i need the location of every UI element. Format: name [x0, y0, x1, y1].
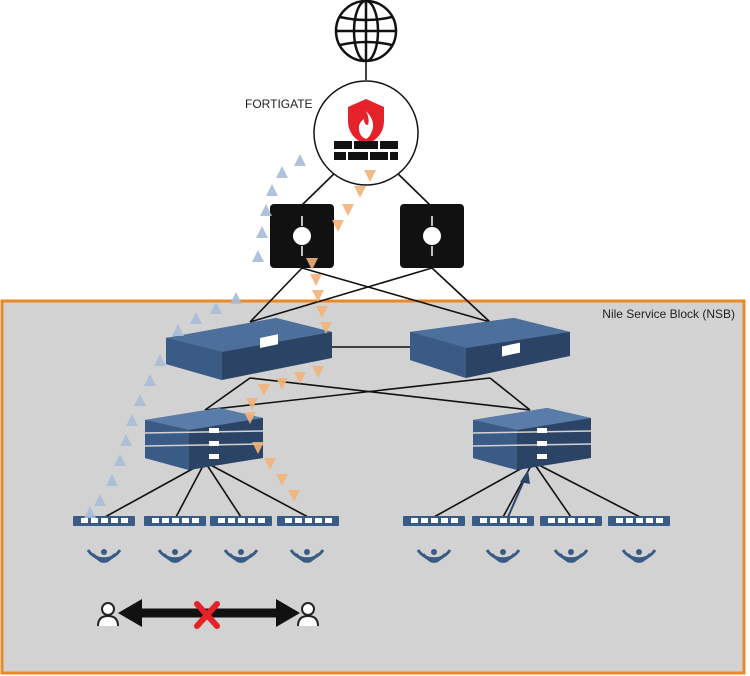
access-switch	[210, 516, 272, 526]
uplink-arrow	[507, 470, 530, 518]
access-switch	[540, 516, 602, 526]
core-switch-left	[166, 318, 332, 380]
globe-icon	[334, 0, 398, 63]
distribution-switch-right	[472, 408, 592, 470]
connection-lines	[104, 60, 641, 518]
access-switch	[403, 516, 465, 526]
sensor-node-right	[400, 204, 464, 268]
core-switch-right	[410, 318, 570, 378]
firewall-node	[313, 80, 419, 186]
sensor-node-icon	[293, 216, 311, 256]
distribution-switch-left	[144, 408, 264, 470]
blocked-communication	[97, 599, 319, 629]
access-switch	[472, 516, 534, 526]
sensor-node-icon	[423, 216, 441, 256]
access-switch	[608, 516, 670, 526]
access-switch	[277, 516, 339, 526]
access-switch	[144, 516, 206, 526]
access-switch	[73, 516, 135, 526]
firewall-shield-icon	[334, 99, 398, 160]
fortigate-label: FORTIGATE	[245, 97, 313, 111]
nsb-label: Nile Service Block (NSB)	[602, 307, 735, 321]
red-x-icon	[194, 601, 220, 629]
sensor-node-left	[270, 204, 334, 268]
